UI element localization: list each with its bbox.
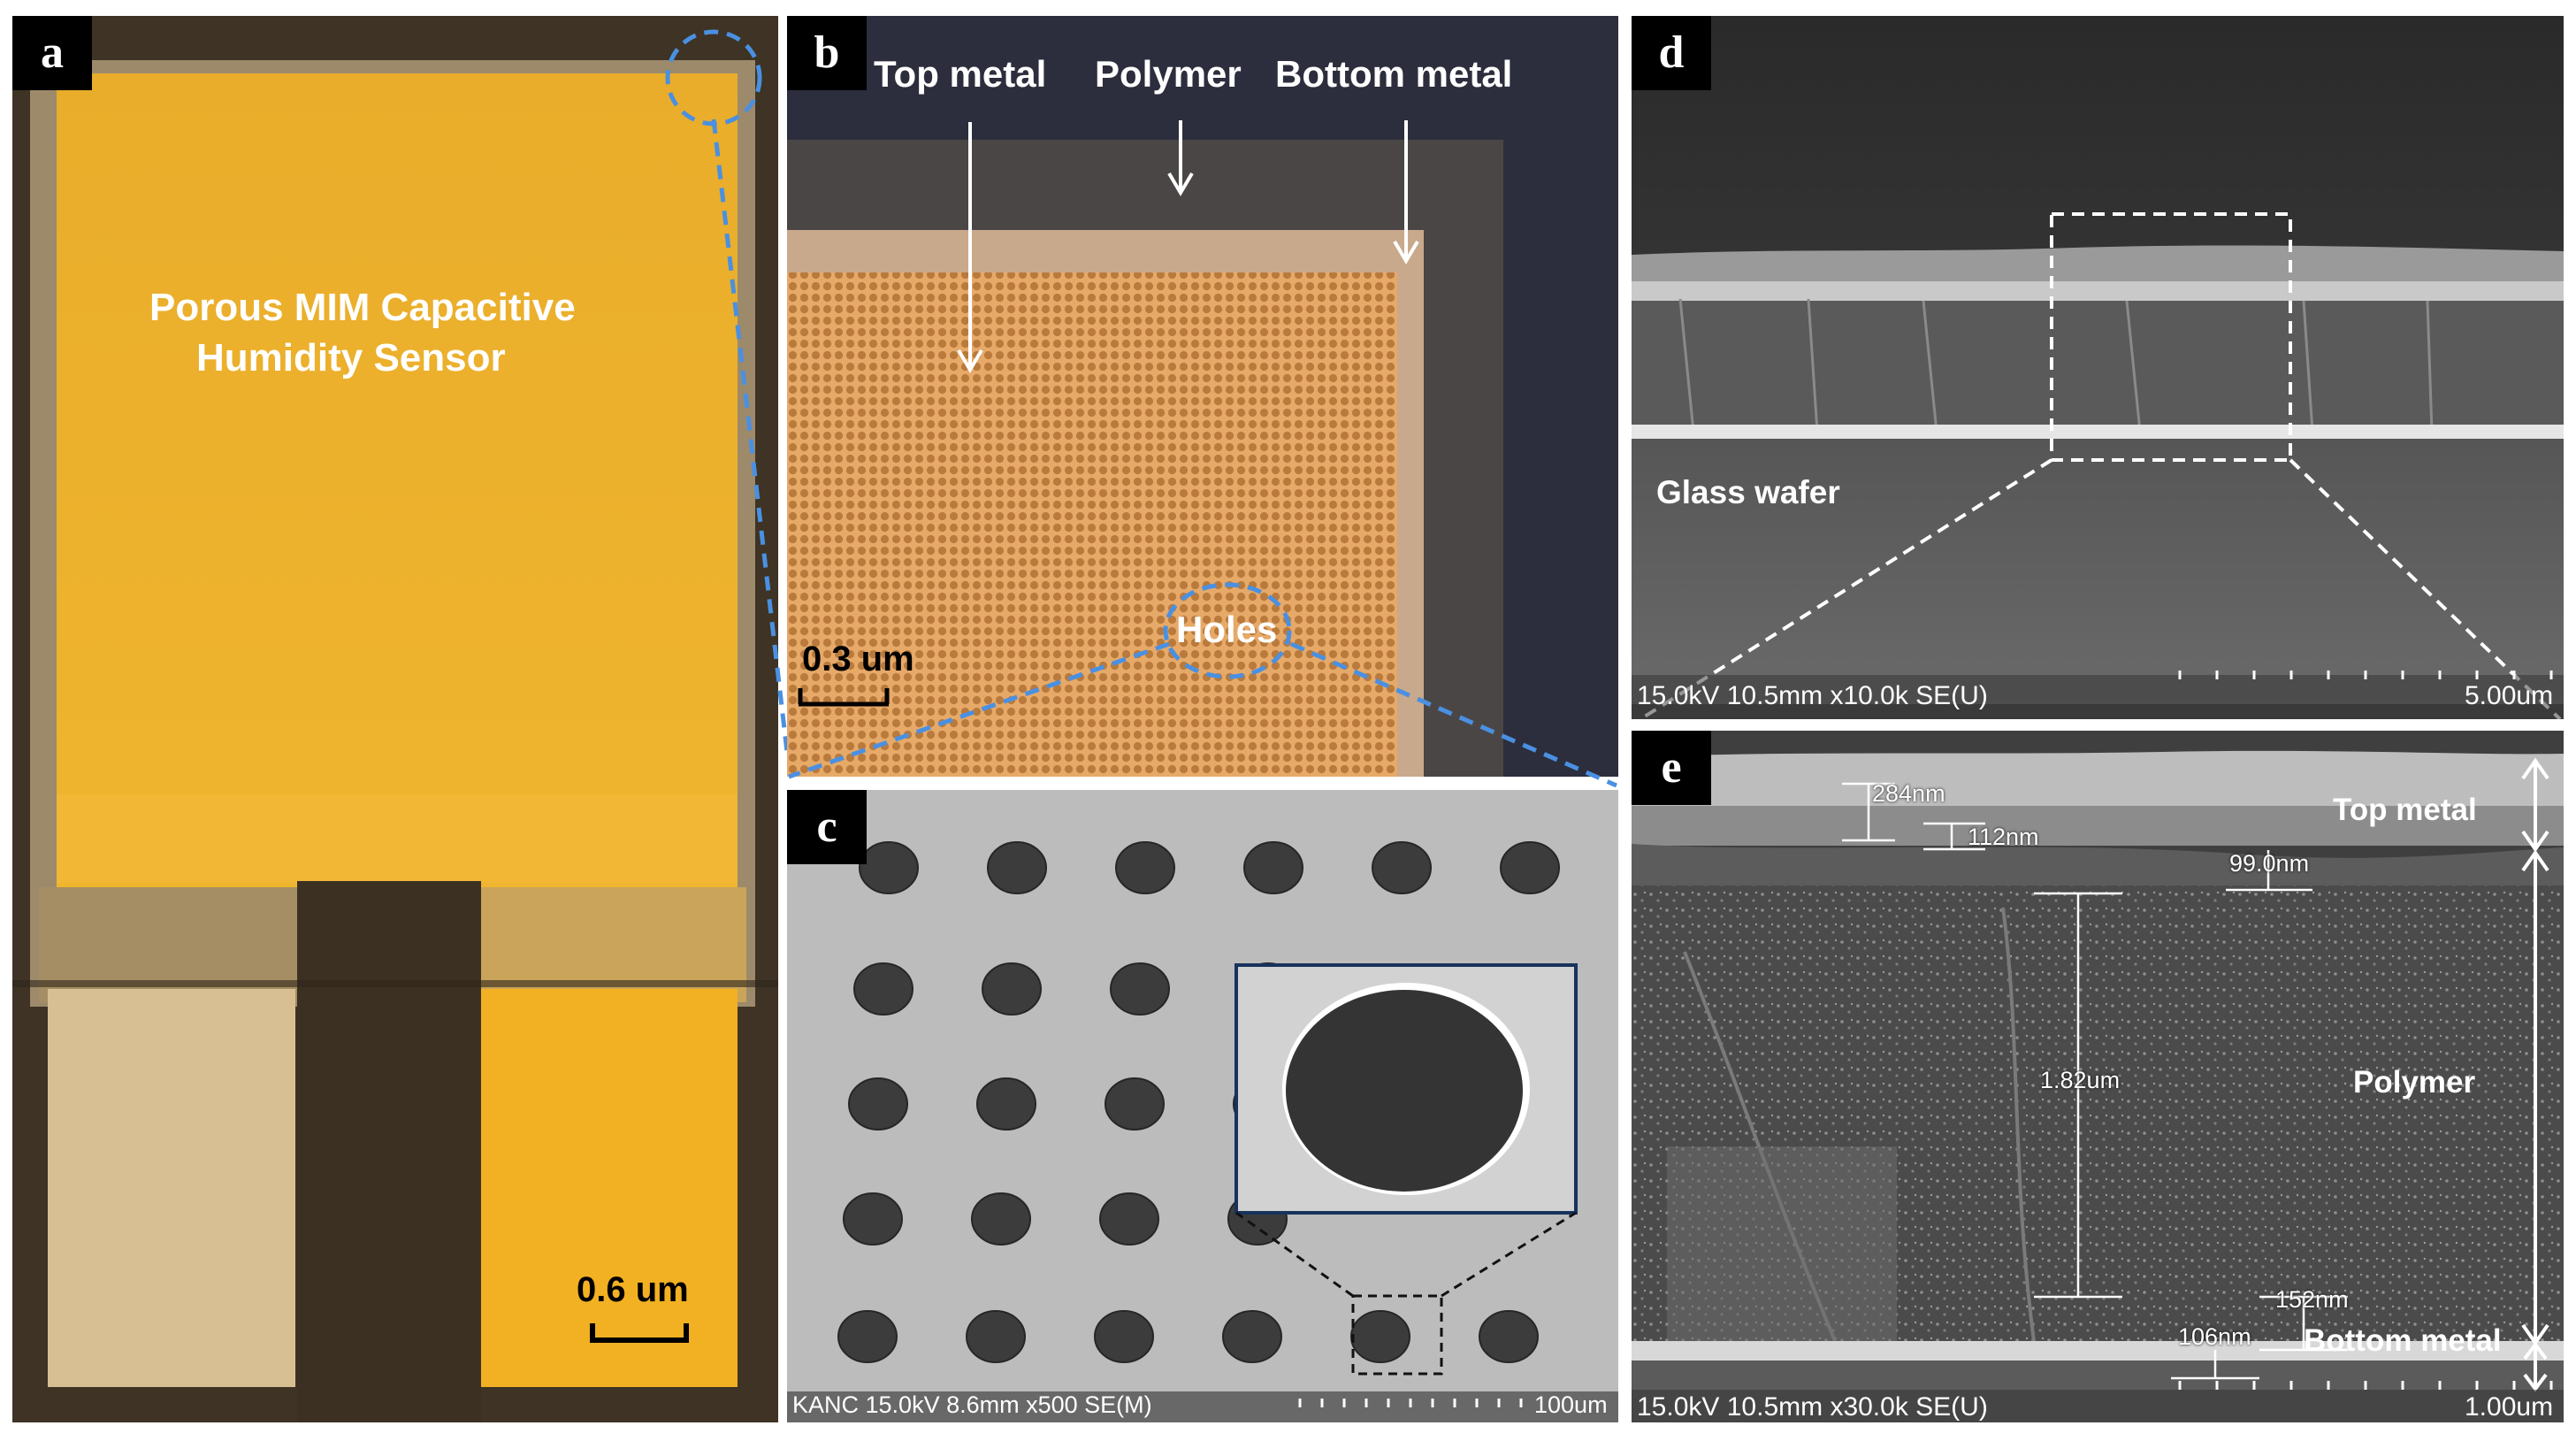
panel-a-optical-image: a Porous MIM Capacitive Humidity Sensor …	[12, 16, 778, 1422]
sem-hole	[1105, 1077, 1165, 1131]
label-polymer-b: Polymer	[1095, 53, 1242, 95]
panel-b-optical-zoom: b Top metal Polymer Bottom metal Holes 0…	[787, 16, 1618, 777]
panel-letter-c: c	[787, 790, 867, 864]
sem-hole	[1243, 841, 1303, 894]
scale-bar-a	[590, 1323, 689, 1343]
label-glass-wafer: Glass wafer	[1656, 474, 1840, 510]
measure-1-82um: 1.82um	[2040, 1067, 2121, 1093]
panel-d-sem-cross-section: d Glass wafer 15.0kV 10.5mm x10.0k SE(U)…	[1632, 16, 2564, 719]
sem-hole	[1222, 1310, 1282, 1363]
sem-hole	[1099, 1192, 1159, 1246]
sem-cross-section-low	[1632, 16, 2564, 719]
sensor-photo	[12, 16, 778, 1422]
scale-label-a: 0.6 um	[577, 1270, 689, 1309]
sem-cross-section-high	[1632, 731, 2564, 1422]
label-bottom-metal-e: Bottom metal	[2304, 1323, 2502, 1358]
sem-hole	[837, 1310, 898, 1363]
sem-hole	[1372, 841, 1432, 894]
arrows-b	[798, 120, 1419, 707]
label-top-metal-e: Top metal	[2333, 793, 2477, 827]
panel-c-sem-holes: c KANC 15.0kV 8.6mm x500 SE(M) 100um	[787, 790, 1618, 1422]
sem-info-c: KANC 15.0kV 8.6mm x500 SE(M)	[792, 1391, 1152, 1418]
label-holes: Holes	[1176, 609, 1278, 650]
measure-152nm: 152nm	[2275, 1286, 2349, 1313]
sem-hole	[848, 1077, 908, 1131]
sem-hole	[859, 841, 919, 894]
panel-letter-a: a	[12, 16, 92, 90]
scale-label-e: 1.00um	[2465, 1392, 2554, 1422]
sem-hole	[976, 1077, 1036, 1131]
sem-hole	[843, 1192, 903, 1246]
measure-106nm: 106nm	[2178, 1323, 2251, 1350]
sem-info-d: 15.0kV 10.5mm x10.0k SE(U)	[1637, 681, 1988, 710]
sem-hole	[987, 841, 1047, 894]
sem-hole	[971, 1192, 1031, 1246]
panel-letter-e: e	[1632, 731, 1711, 805]
sem-hole	[853, 962, 913, 1016]
sem-info-e: 15.0kV 10.5mm x30.0k SE(U)	[1637, 1392, 1988, 1422]
sem-hole	[1479, 1310, 1539, 1363]
sem-hole-array	[787, 790, 1618, 1422]
measure-284nm: 284nm	[1872, 780, 1945, 807]
sensor-title-line2: Humidity Sensor	[196, 336, 506, 379]
label-polymer-e: Polymer	[2353, 1065, 2476, 1100]
sem-hole	[1115, 841, 1175, 894]
sensor-title-line1: Porous MIM Capacitive	[149, 286, 576, 329]
sem-hole	[1350, 1310, 1410, 1363]
sem-hole	[966, 1310, 1026, 1363]
panel-e-sem-layer-thickness: e Top metal Polymer Bottom metal 284nm 1…	[1632, 731, 2564, 1422]
sem-hole	[1110, 962, 1170, 1016]
sem-hole	[1500, 841, 1560, 894]
measure-112nm: 112nm	[1968, 824, 2039, 850]
label-top-metal-b: Top metal	[874, 53, 1047, 95]
label-bottom-metal-b: Bottom metal	[1275, 53, 1513, 95]
panel-letter-b: b	[787, 16, 867, 90]
scale-label-b: 0.3 um	[802, 640, 914, 678]
scale-label-c: 100um	[1534, 1391, 1608, 1418]
sem-hole	[982, 962, 1042, 1016]
panel-letter-d: d	[1632, 16, 1711, 90]
scale-label-d: 5.00um	[2465, 681, 2554, 710]
measure-99nm: 99.0nm	[2229, 850, 2310, 877]
sem-hole	[1094, 1310, 1154, 1363]
